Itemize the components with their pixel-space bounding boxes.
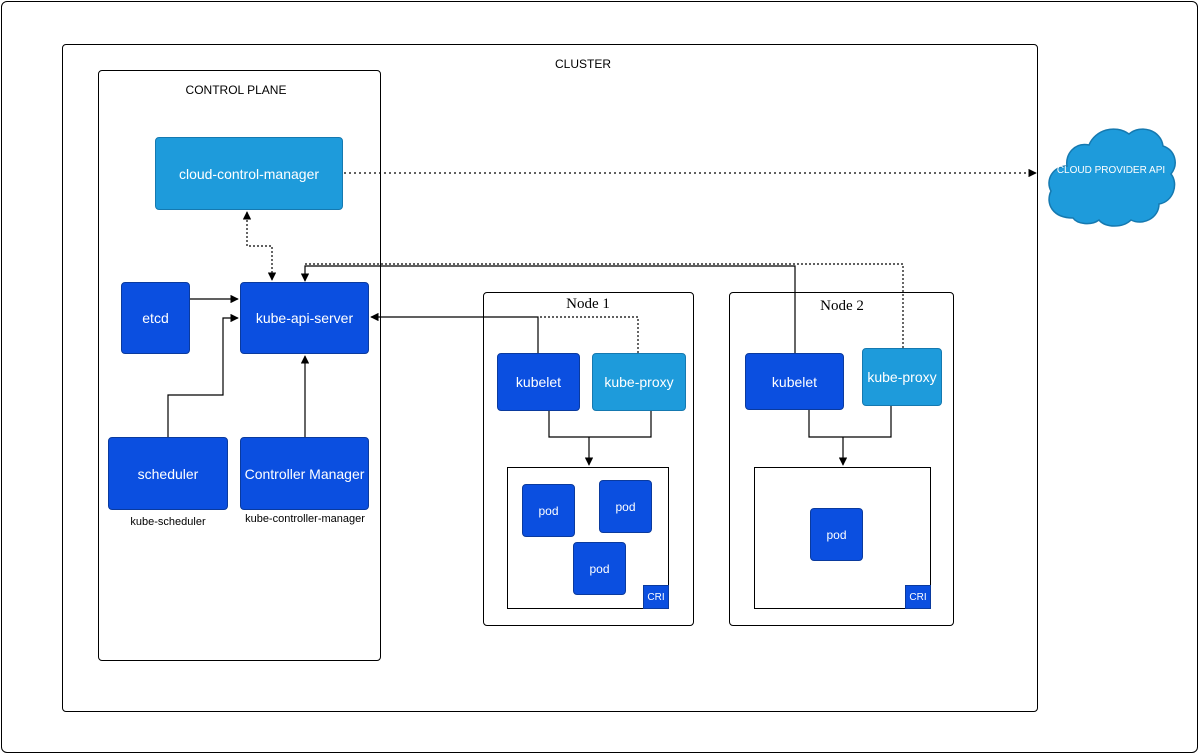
node-2-title: Node 2: [820, 298, 864, 314]
scheduler-caption: kube-scheduler: [130, 516, 206, 528]
node-1-to-pods-connector: [548, 411, 652, 465]
controller-manager-caption: kube-controller-manager: [245, 513, 365, 525]
node-1-kubelet-box: kubelet: [497, 353, 580, 411]
cluster-title: CLUSTER: [554, 57, 611, 71]
node-1-kube-proxy-box: kube-proxy: [592, 353, 686, 411]
node-2-pod-1: pod: [810, 508, 863, 561]
control-plane-title: CONTROL PLANE: [185, 83, 287, 97]
scheduler-box: scheduler: [108, 437, 228, 510]
node-1-proxy-to-api-connector: [540, 316, 639, 353]
kube-api-server-box: kube-api-server: [240, 282, 369, 354]
cloud-provider-icon: [1048, 128, 1176, 227]
node-2-to-pods-connector: [808, 406, 892, 465]
node-2-kubelet-box: kubelet: [745, 353, 844, 410]
cloud-provider-label: CLOUD PROVIDER API: [1056, 165, 1166, 176]
scheduler-to-api-connector: [167, 313, 239, 437]
etcd-box: etcd: [121, 282, 190, 354]
controller-manager-box: Controller Manager: [240, 437, 369, 510]
cloud-control-manager-box: cloud-control-manager: [155, 137, 343, 210]
node-1-kubelet-to-api-connector: [370, 312, 539, 353]
node-2-cri-badge: CRI: [905, 585, 931, 609]
ccm-to-api-connector: [242, 211, 277, 281]
node-1-cri-badge: CRI: [643, 585, 669, 609]
node-2-kubelet-to-api-connector: [300, 265, 796, 353]
node-2-kube-proxy-box: kube-proxy: [862, 348, 942, 406]
node-2-proxy-to-api-connector: [305, 263, 904, 348]
node-1-pod-1: pod: [522, 484, 575, 537]
node-1-pod-2: pod: [599, 480, 652, 533]
node-1-title: Node 1: [566, 296, 610, 312]
node-1-pod-3: pod: [573, 542, 626, 595]
